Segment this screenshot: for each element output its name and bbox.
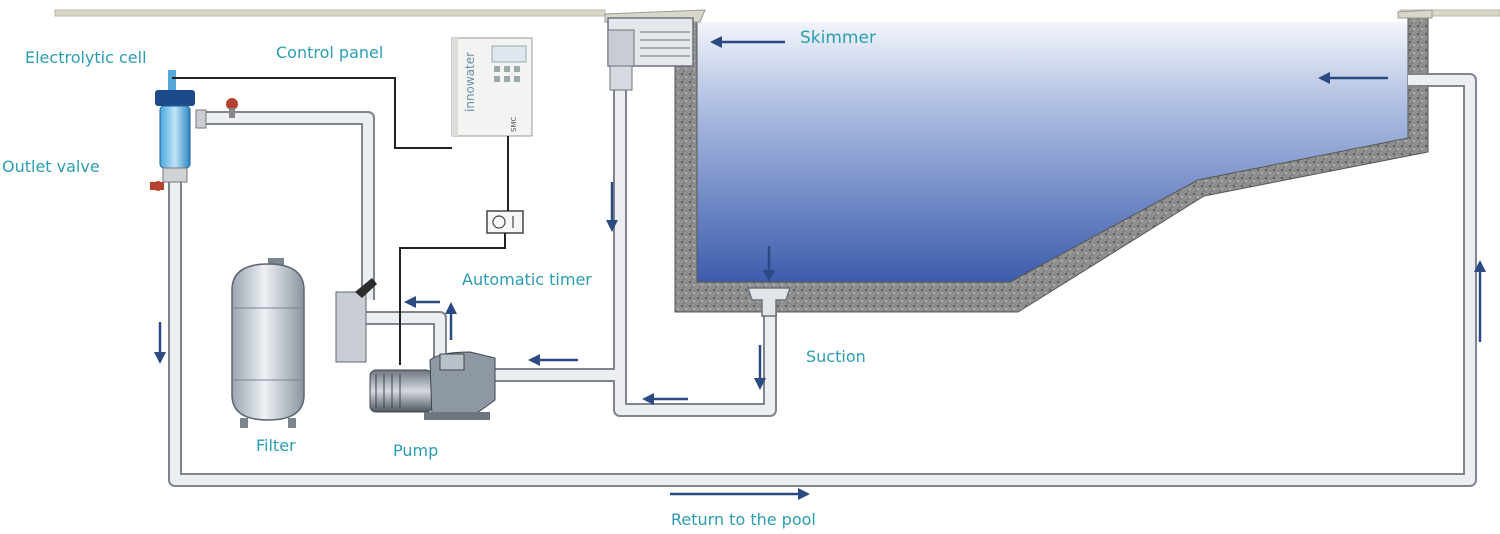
pool-water (697, 22, 1408, 282)
arrow-outlet-down (154, 322, 166, 364)
arrow-skimmer-in (710, 36, 785, 48)
label-control-panel: Control panel (276, 43, 384, 62)
label-skimmer: Skimmer (800, 28, 876, 48)
pipe-network (168, 60, 1477, 487)
arrow-to-filter (404, 296, 440, 308)
ground-line (54, 9, 1500, 17)
flow-arrows (154, 36, 1486, 500)
main-drain (746, 287, 792, 317)
control-wiring (172, 77, 509, 365)
label-suction: Suction (806, 347, 866, 366)
arrow-return-up (1474, 260, 1486, 342)
arrow-return-bottom (670, 488, 810, 500)
arrow-drain-down (763, 246, 775, 282)
label-pump: Pump (393, 441, 439, 460)
label-return-to-pool: Return to the pool (671, 510, 816, 529)
device-brand: innowater (463, 52, 477, 112)
label-outlet-valve: Outlet valve (2, 157, 100, 176)
pump-unit (369, 351, 496, 420)
arrow-return-inlet (1318, 72, 1388, 84)
arrow-to-pump (528, 354, 578, 366)
skimmer-unit (607, 17, 694, 91)
electrolytic-cell-unit (150, 70, 238, 191)
control-panel-unit (451, 37, 533, 137)
arrow-skimmer-down (606, 182, 618, 232)
device-model: SMC (510, 117, 518, 132)
arrow-pump-up (445, 302, 457, 340)
automatic-timer-unit (486, 210, 524, 234)
arrow-to-pump-bottom (642, 393, 688, 405)
pool-coping-right (1397, 9, 1433, 19)
label-filter: Filter (256, 436, 296, 455)
arrow-suction-down (754, 345, 766, 390)
filter-tank (231, 258, 377, 428)
label-automatic-timer: Automatic timer (462, 270, 592, 289)
label-electrolytic-cell: Electrolytic cell (25, 48, 147, 67)
